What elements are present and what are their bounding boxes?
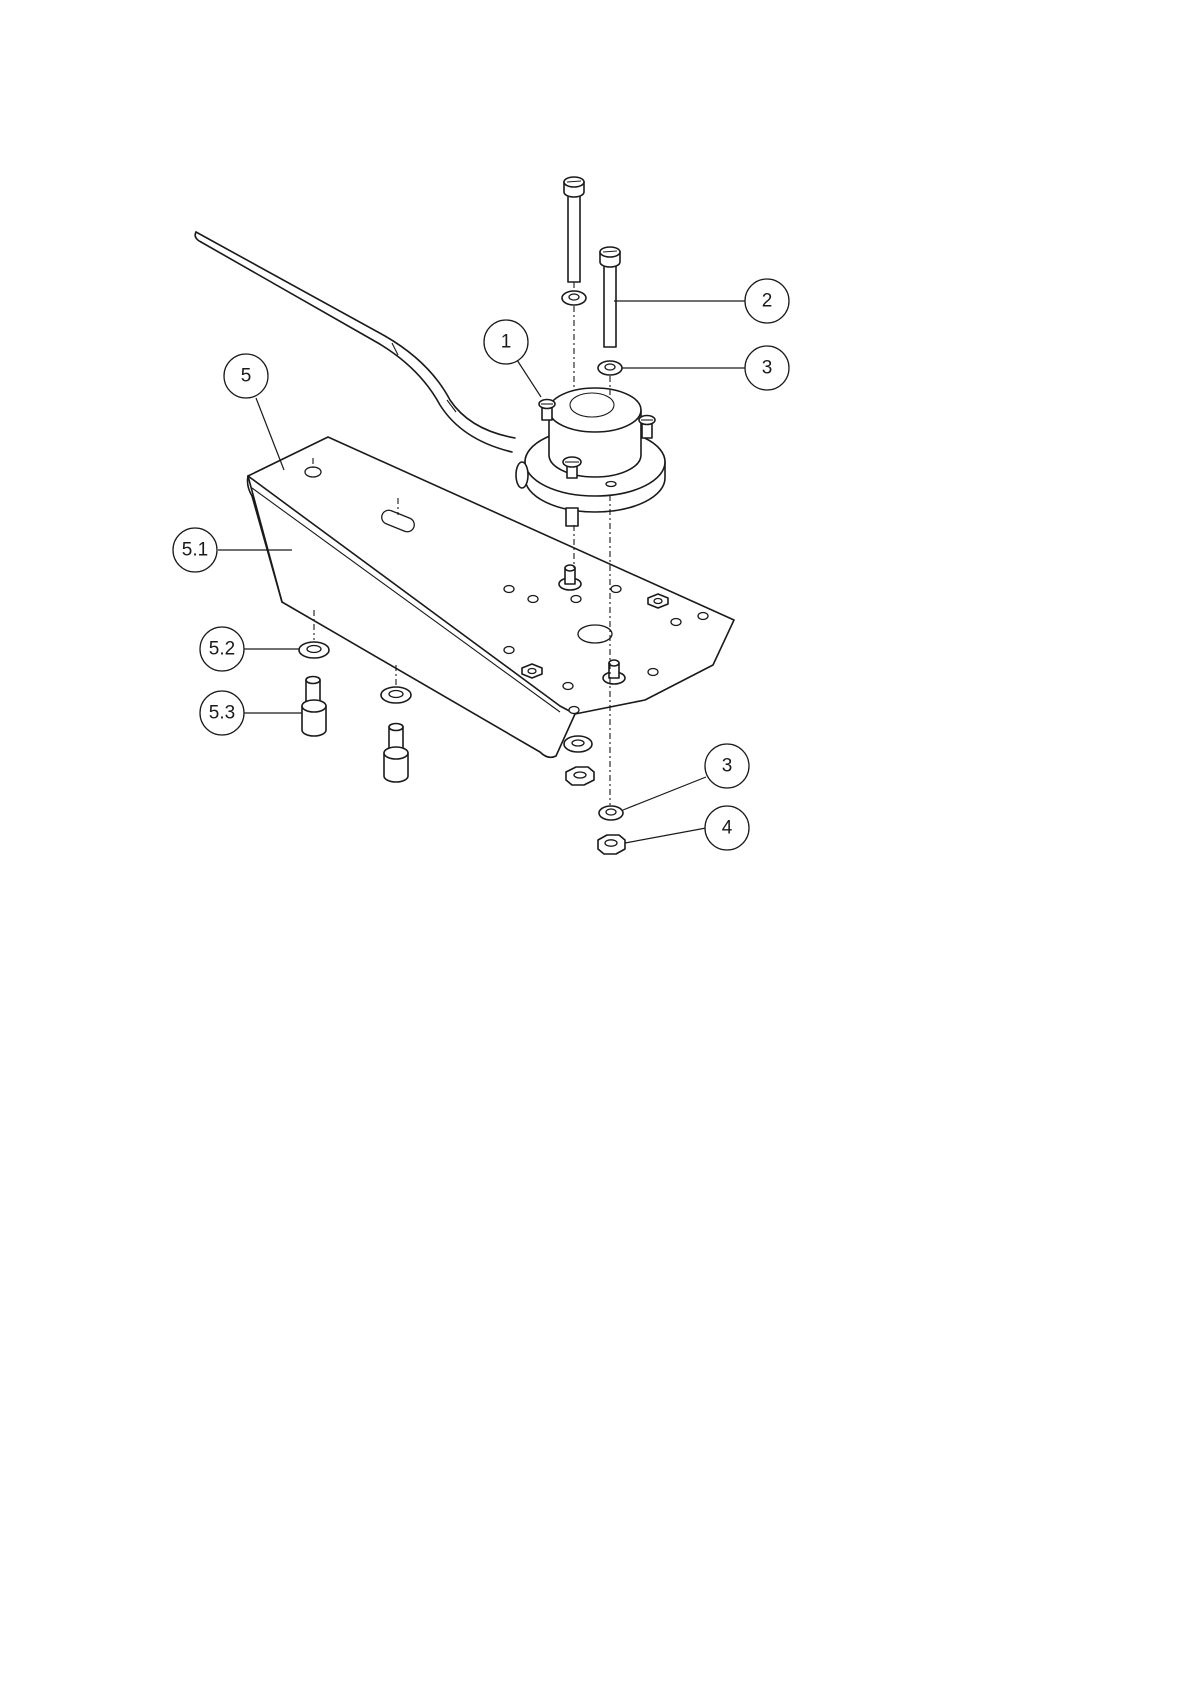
callout-5-3: 5.3 xyxy=(200,691,244,735)
callout-5-2: 5.2 xyxy=(200,627,244,671)
callout-3-top-label: 3 xyxy=(762,358,773,379)
callout-3-top: 3 xyxy=(745,346,789,390)
callout-5: 5 xyxy=(224,354,268,398)
callout-3-bottom: 3 xyxy=(705,744,749,788)
cap-screw-5-3-middle xyxy=(384,724,408,783)
callout-5-3-label: 5.3 xyxy=(209,703,235,724)
callout-5-1-label: 5.1 xyxy=(182,540,208,561)
callout-5-2-label: 5.2 xyxy=(209,639,235,660)
washer-bottom xyxy=(599,806,623,820)
washer-5-2-left xyxy=(299,642,329,658)
callout-1-label: 1 xyxy=(501,332,512,353)
top-washer-right xyxy=(598,361,622,375)
callout-1: 1 xyxy=(484,320,528,364)
callout-4: 4 xyxy=(705,806,749,850)
callout-3-bottom-label: 3 xyxy=(722,756,733,777)
callout-4-label: 4 xyxy=(722,818,733,839)
callout-2-label: 2 xyxy=(762,291,773,312)
washer-5-2-middle xyxy=(381,687,411,703)
callout-2: 2 xyxy=(745,279,789,323)
nut-bottom xyxy=(598,835,625,854)
top-washer-left xyxy=(562,291,586,305)
top-screw-right xyxy=(600,247,620,347)
sensor-body xyxy=(516,388,665,526)
callout-5-label: 5 xyxy=(241,366,252,387)
cap-screw-5-3-left xyxy=(302,677,326,737)
top-screw-left xyxy=(564,177,584,282)
nut-under-bracket xyxy=(566,767,594,785)
callout-5-1: 5.1 xyxy=(173,528,217,572)
washer-under-bracket xyxy=(564,736,592,752)
cable xyxy=(195,232,515,452)
